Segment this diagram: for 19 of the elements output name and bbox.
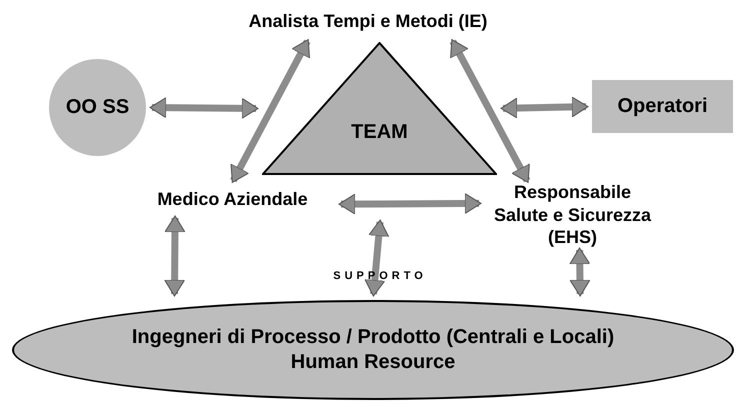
node-text: TEAM: [351, 120, 408, 145]
double-arrow: [569, 248, 590, 296]
double-arrow: [150, 97, 258, 119]
triangle-node: [262, 42, 497, 175]
node-text: Operatori: [617, 94, 708, 119]
support-label: SUPPORTO: [332, 269, 428, 284]
double-arrow: [450, 39, 530, 183]
node-text: Ingegneri di Processo / Prodotto (Centrali e Locali): [132, 325, 614, 350]
node-text: Responsabile Salute e Sicurezza (EHS): [492, 181, 652, 249]
node-text: Human Resource: [290, 350, 456, 375]
double-arrow: [500, 96, 588, 119]
role-box: [592, 80, 733, 133]
double-arrow: [364, 220, 390, 297]
node-text: Analista Tempi e Metodi (IE): [248, 10, 488, 32]
node-text: OO SS: [66, 95, 130, 120]
double-arrow: [164, 216, 186, 296]
double-arrow: [230, 39, 310, 183]
double-arrow: [338, 193, 482, 215]
node-text: Medico Aziendale: [157, 188, 308, 210]
